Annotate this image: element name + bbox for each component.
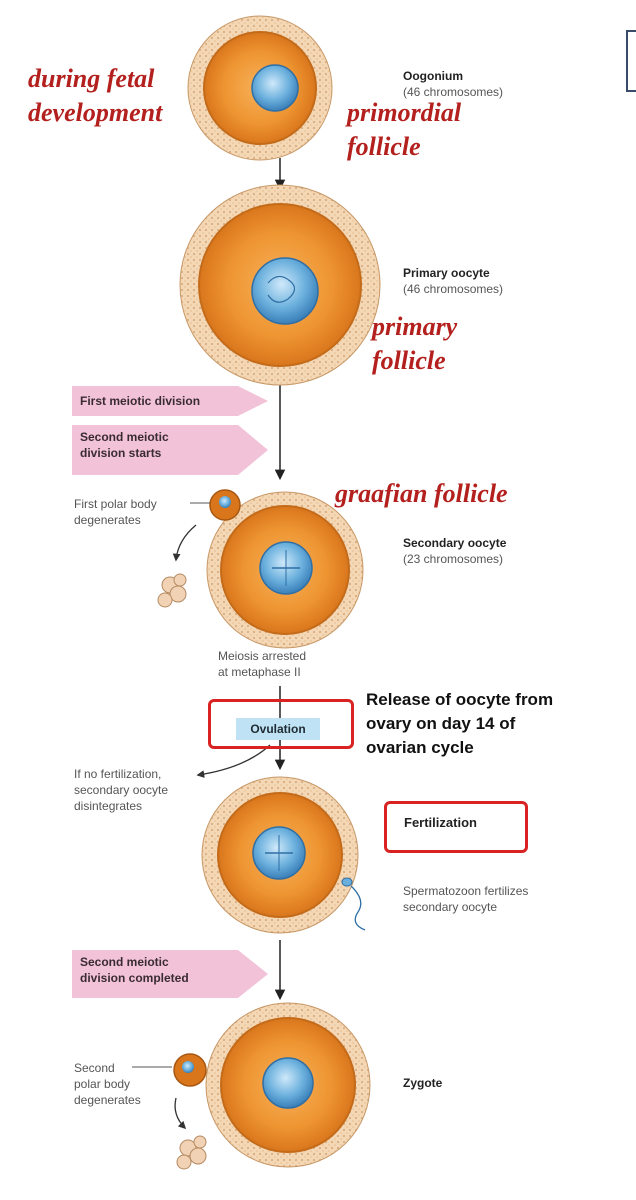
stage-name: Primary oocyte xyxy=(403,266,490,280)
second-polar-body xyxy=(173,1053,207,1087)
ovulation-label: Ovulation xyxy=(236,718,320,740)
primordial-follicle-note: primordial follicle xyxy=(347,98,462,161)
second-polar-body-note: Second polar body degenerates xyxy=(74,1061,141,1107)
stage-name: Secondary oocyte xyxy=(403,536,507,550)
zygote-cell xyxy=(205,1002,371,1168)
no-fertilization-note: If no fertilization, secondary oocyte di… xyxy=(74,767,169,813)
fertilization-highlight-box xyxy=(384,801,528,853)
primary-follicle-note: primary follicle xyxy=(372,312,458,375)
fertilization-label: Fertilization xyxy=(404,815,477,830)
cropped-frame-edge xyxy=(626,30,636,92)
second-meiotic-division-starts-tag: Second meiotic division starts xyxy=(72,425,238,475)
fertilized-oocyte-cell xyxy=(201,776,359,934)
ovulation-highlight-box xyxy=(208,699,354,749)
stage-chromosomes: (23 chromosomes) xyxy=(403,552,504,566)
stage-label-secondary-oocyte: Secondary oocyte (23 chromosomes) xyxy=(403,535,506,567)
second-polar-arrow xyxy=(174,1097,187,1130)
release-oocyte-callout: Release of oocyte from ovary on day 14 o… xyxy=(366,690,554,757)
tag-arrow-first xyxy=(238,386,268,416)
no-fertilization-arrow xyxy=(196,744,271,778)
stage-label-primary-oocyte: Primary oocyte (46 chromosomes) xyxy=(403,265,503,297)
graafian-follicle-note: graafian follicle xyxy=(335,479,508,508)
stage-chromosomes: (46 chromosomes) xyxy=(403,282,504,296)
meiosis-arrested-note: Meiosis arrested at metaphase II xyxy=(218,649,307,679)
spermatozoon xyxy=(341,877,366,931)
first-polar-body xyxy=(209,489,241,521)
degenerated-second-polar-body xyxy=(176,1135,207,1170)
stage-chromosomes: (46 chromosomes) xyxy=(403,85,504,99)
spermatozoon-note: Spermatozoon fertilizes secondary oocyte xyxy=(403,884,529,914)
stage-label-zygote: Zygote xyxy=(403,1075,442,1091)
first-polar-body-note: First polar body degenerates xyxy=(74,497,157,527)
oogonium-cell xyxy=(187,15,333,161)
first-polar-arrow xyxy=(172,524,197,562)
first-meiotic-division-tag: First meiotic division xyxy=(72,386,238,416)
tag-arrow-second-completed xyxy=(238,950,268,998)
stage-name: Zygote xyxy=(403,1076,443,1090)
stage-label-oogonium: Oogonium (46 chromosomes) xyxy=(403,68,503,100)
primary-oocyte-cell xyxy=(179,184,381,386)
degenerated-first-polar-body xyxy=(157,573,187,608)
during-fetal-development-note: during fetal development xyxy=(28,64,163,127)
secondary-oocyte-cell xyxy=(206,491,364,649)
second-meiotic-division-completed-tag: Second meiotic division completed xyxy=(72,950,238,998)
tag-arrow-second-starts xyxy=(238,425,268,475)
stage-name: Oogonium xyxy=(403,69,463,83)
